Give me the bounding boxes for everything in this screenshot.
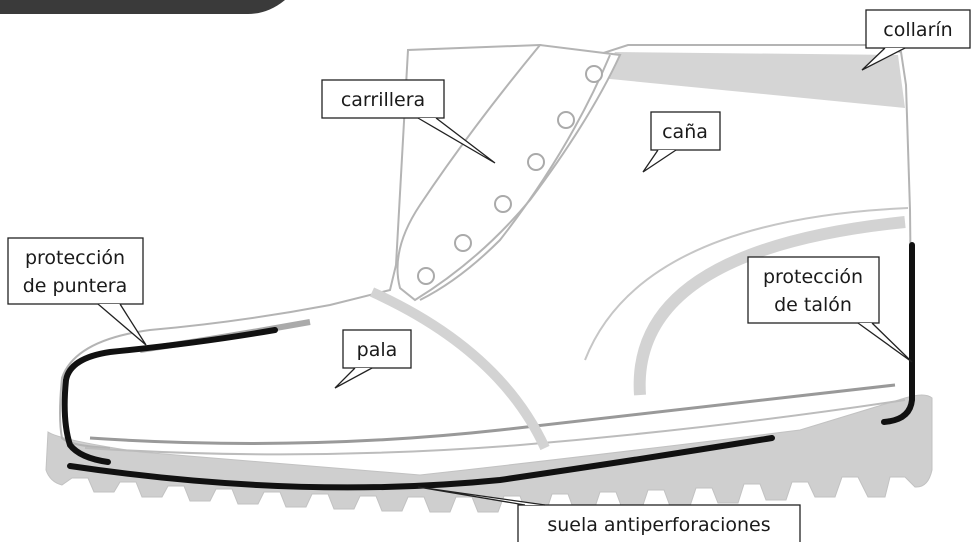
label-toe-protection: protección de puntera [8, 238, 146, 345]
label-carrillera-text: carrillera [341, 89, 425, 111]
eyelet [558, 112, 574, 128]
eyelet [528, 154, 544, 170]
label-heel-protection-line1: protección [763, 266, 863, 288]
label-sole-text: suela antiperforaciones [547, 514, 770, 536]
heel-protection-line [884, 245, 912, 422]
label-collarin-text: collarín [883, 19, 952, 41]
eyelet [586, 66, 602, 82]
label-pala-text: pala [357, 339, 398, 361]
pala-arc [372, 292, 545, 448]
label-collarin: collarín [862, 10, 970, 70]
label-cana-text: caña [662, 121, 708, 143]
label-pala: pala [335, 330, 411, 388]
label-sole: suela antiperforaciones [418, 487, 800, 542]
corner-tab [0, 0, 285, 14]
label-cana: caña [643, 112, 720, 172]
eyelet [418, 268, 434, 284]
collar-band [600, 52, 905, 108]
label-heel-protection-line2: de talón [774, 294, 852, 316]
label-toe-protection-line2: de puntera [23, 275, 128, 297]
label-toe-protection-line1: protección [25, 247, 125, 269]
eyelet [455, 235, 471, 251]
label-heel-protection: protección de talón [748, 257, 912, 362]
eyelet [495, 196, 511, 212]
